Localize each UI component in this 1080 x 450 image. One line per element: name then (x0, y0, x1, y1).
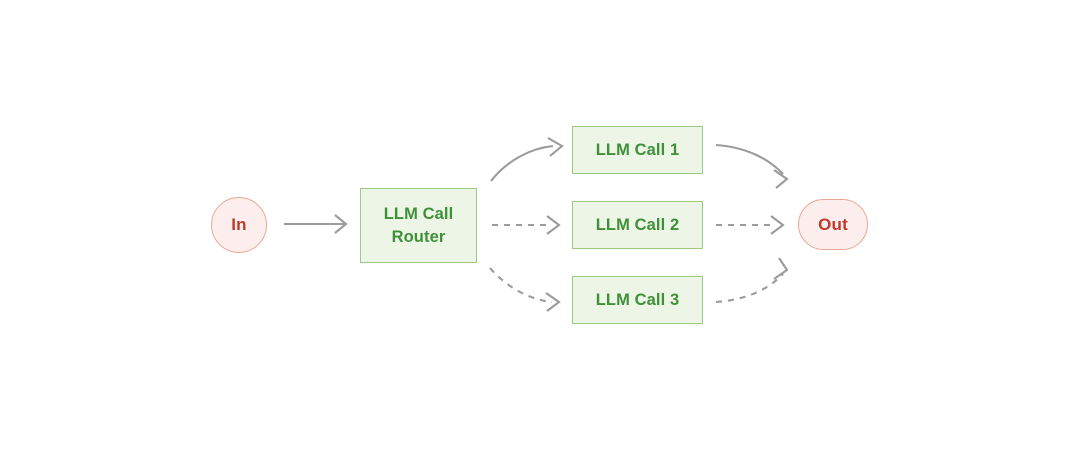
node-output-label: Out (818, 214, 848, 234)
node-llm-call-2-label: LLM Call 2 (595, 215, 680, 234)
node-output[interactable]: Out (798, 199, 868, 250)
node-llm-call-3[interactable]: LLM Call 3 (572, 276, 703, 324)
edge-call-2-to-out (716, 215, 785, 235)
node-llm-call-1-label: LLM Call 1 (595, 140, 680, 159)
node-input-label: In (231, 215, 247, 234)
edge-router-to-call-2 (492, 215, 561, 235)
edge-call-1-to-out (715, 143, 789, 189)
edge-router-to-call-3 (489, 267, 561, 312)
edge-in-to-router (284, 214, 348, 234)
edge-router-to-call-1 (490, 137, 564, 182)
node-llm-call-1[interactable]: LLM Call 1 (572, 126, 703, 174)
node-llm-call-router[interactable]: LLM Call Router (360, 188, 477, 263)
edge-call-3-to-out (715, 257, 789, 304)
node-llm-call-2[interactable]: LLM Call 2 (572, 201, 703, 249)
node-llm-call-router-label: LLM Call Router (383, 205, 454, 246)
node-input[interactable]: In (211, 197, 267, 253)
node-llm-call-3-label: LLM Call 3 (595, 290, 680, 309)
